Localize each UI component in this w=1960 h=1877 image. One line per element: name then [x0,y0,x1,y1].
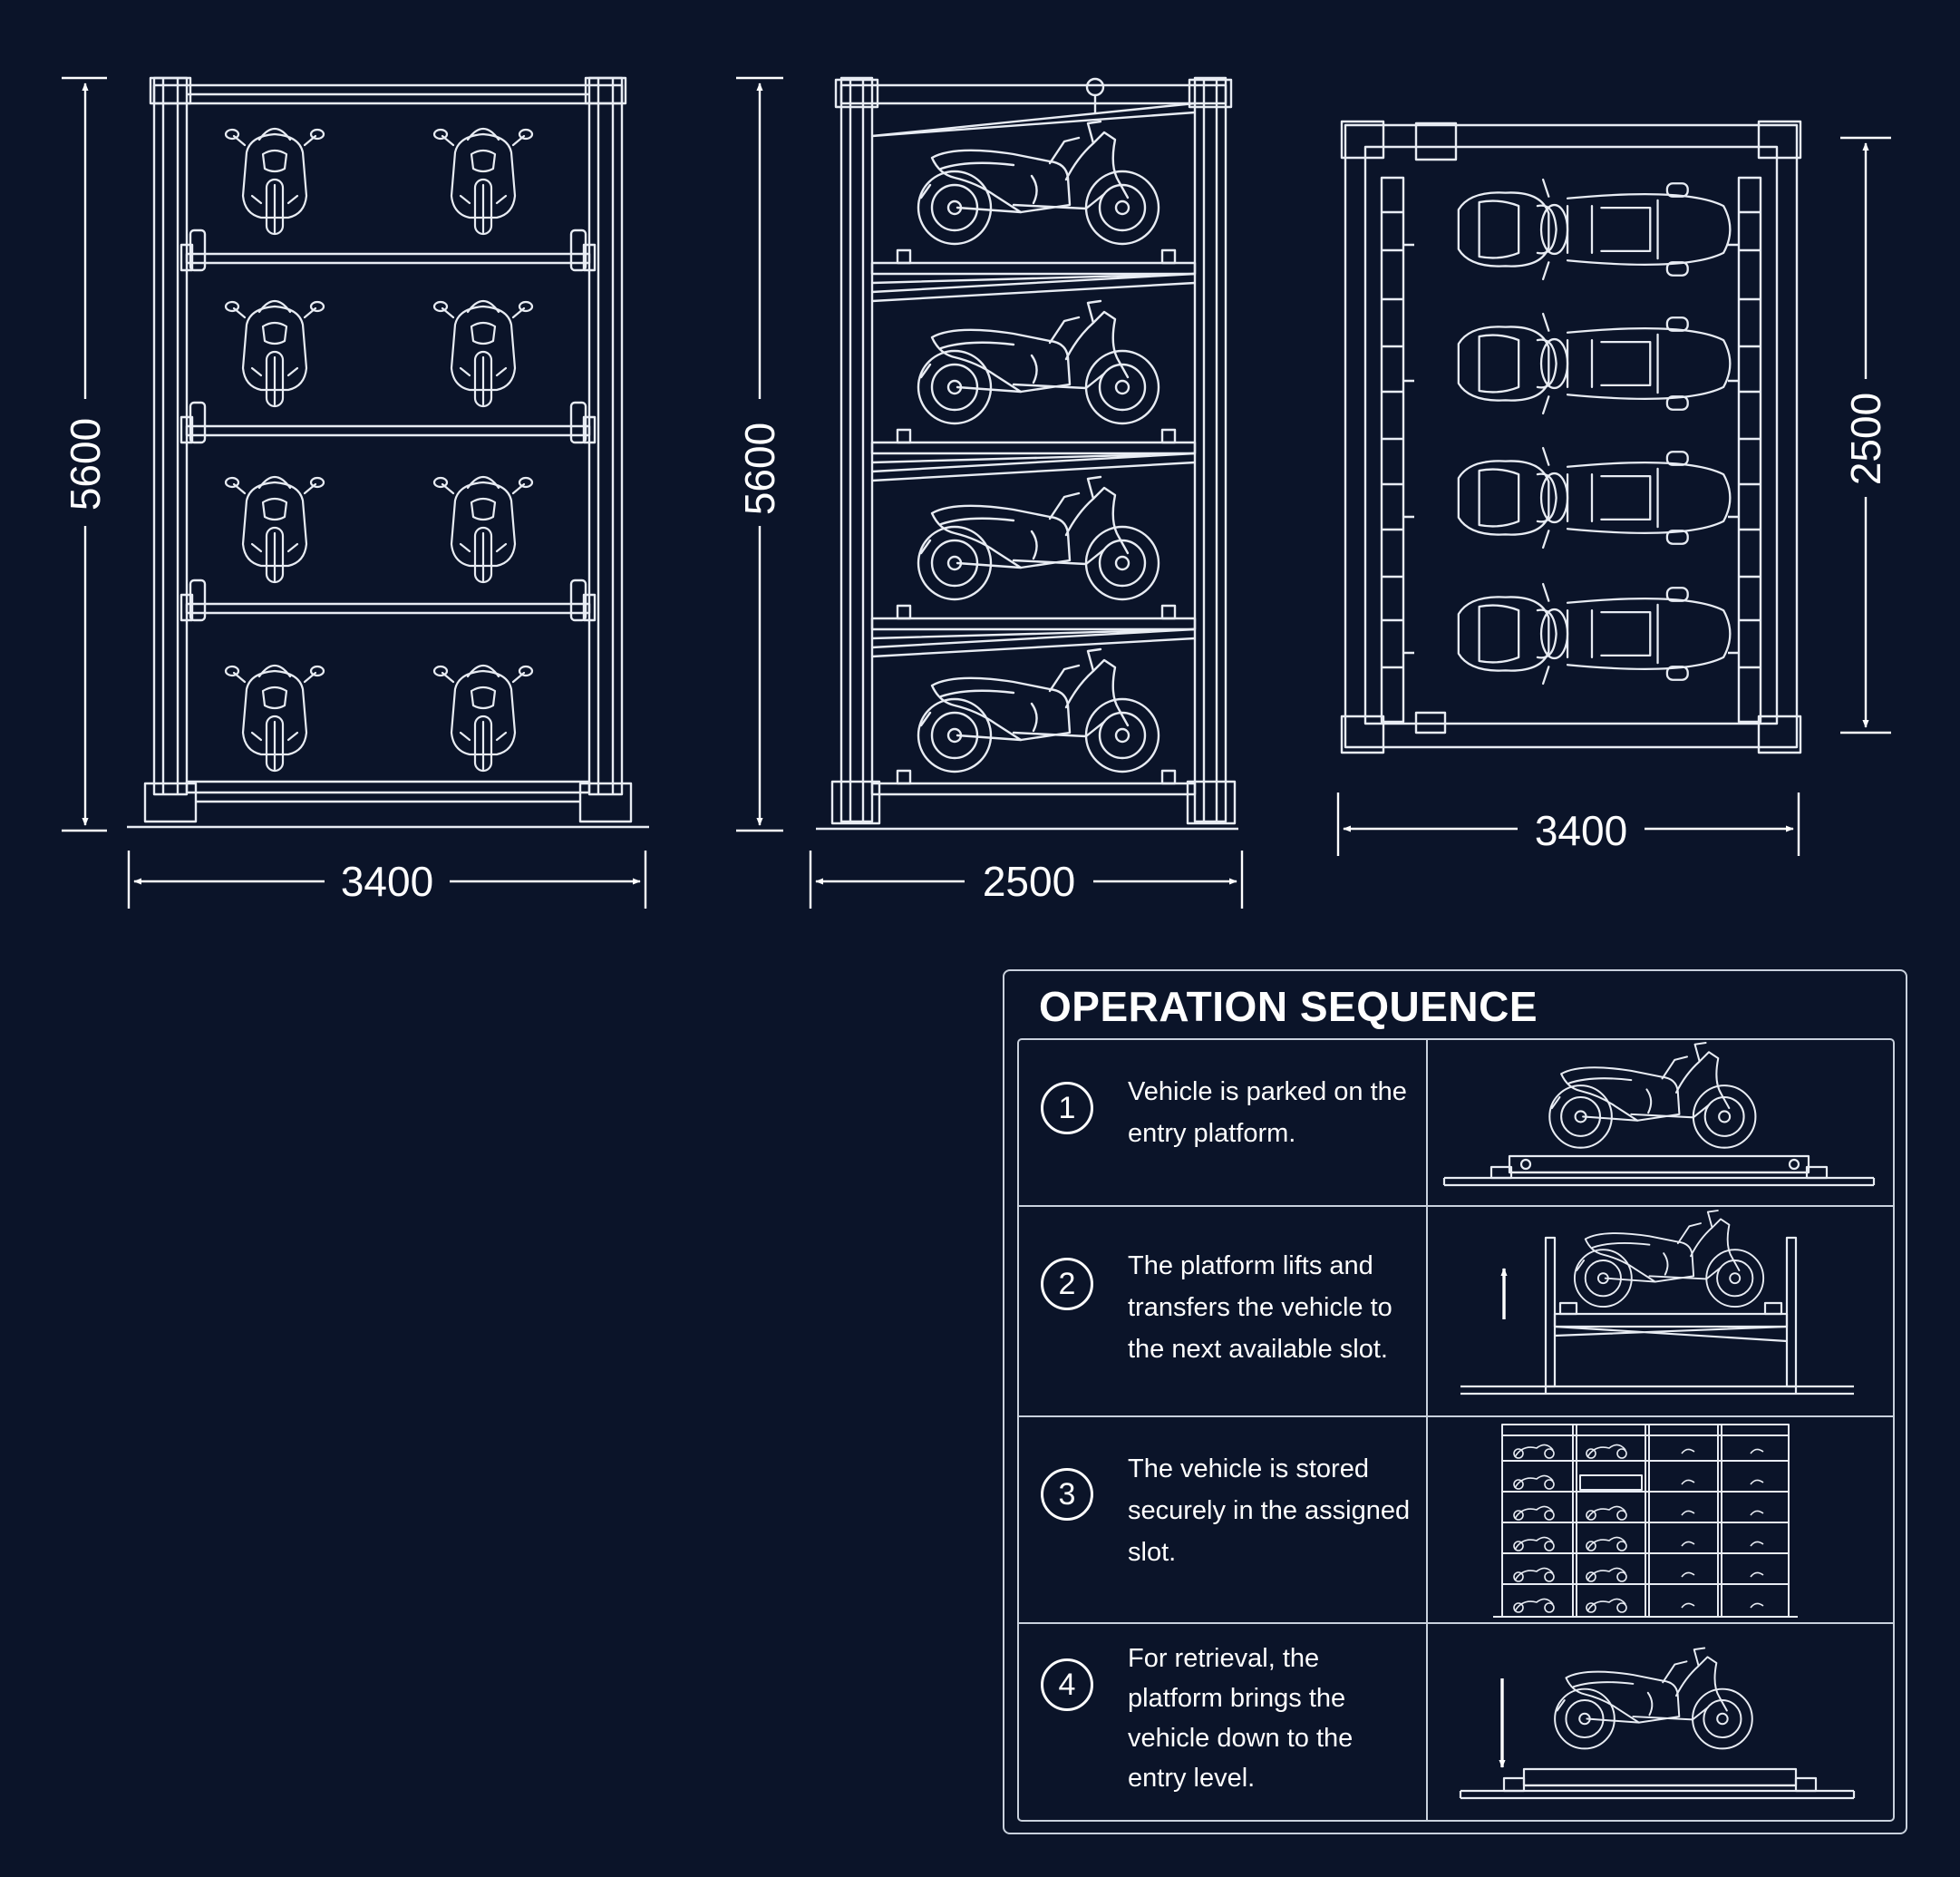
operation-step-text-cell: 3 The vehicle is stored securely in the … [1019,1417,1428,1622]
step-number-badge: 3 [1041,1468,1093,1521]
step-number-badge: 4 [1041,1658,1093,1711]
side-width-label: 2500 [983,858,1075,905]
side-width-dimension [809,851,1244,909]
side-height-label: 5600 [736,423,783,515]
operation-step-4: 4 For retrieval, the platform brings the… [1019,1622,1893,1820]
step-number-badge: 2 [1041,1258,1093,1310]
operation-step-illustration [1428,1040,1893,1205]
lifting-platform-illustration [1460,1210,1854,1396]
front-width-label: 3400 [341,858,433,905]
operation-sequence-title: OPERATION SEQUENCE [1039,983,1538,1030]
storage-rack-illustration [1493,1424,1798,1618]
parked-motorcycle-illustration [1442,1041,1876,1187]
step-description: The vehicle is stored securely in the as… [1128,1454,1411,1567]
top-depth-dimension [1840,136,1891,734]
step-description: For retrieval, the platform brings the v… [1128,1644,1354,1793]
operation-step-3: 3 The vehicle is stored securely in the … [1019,1415,1893,1622]
side-view [816,76,1238,831]
top-width-label: 3400 [1535,807,1627,854]
operation-step-text-cell: 2 The platform lifts and transfers the v… [1019,1207,1428,1415]
top-depth-label: 2500 [1842,393,1889,485]
step-description: The platform lifts and transfers the veh… [1128,1251,1392,1364]
operation-step-2: 2 The platform lifts and transfers the v… [1019,1205,1893,1415]
front-view [127,76,649,829]
front-width-dimension [127,851,647,909]
step-number-badge: 1 [1041,1082,1093,1134]
front-height-dimension [62,76,107,832]
operation-step-illustration [1428,1624,1893,1820]
operation-step-text-cell: 4 For retrieval, the platform brings the… [1019,1624,1428,1820]
operation-sequence-panel: OPERATION SEQUENCE 1 Vehicle is parked o… [1003,969,1907,1834]
operation-step-1: 1 Vehicle is parked on the entry platfor… [1019,1040,1893,1205]
front-height-label: 5600 [62,418,109,511]
technical-drawing: 5600 3400 [62,76,1891,909]
side-height-dimension [736,76,783,832]
top-width-dimension [1336,793,1800,856]
operation-step-illustration [1428,1207,1893,1415]
step-description: Vehicle is parked on the entry platform. [1128,1077,1407,1148]
operation-step-text-cell: 1 Vehicle is parked on the entry platfor… [1019,1040,1428,1205]
operation-sequence-table: 1 Vehicle is parked on the entry platfor… [1017,1038,1895,1822]
top-view [1340,120,1802,754]
retrieval-platform-illustration [1459,1647,1856,1800]
operation-step-illustration [1428,1417,1893,1622]
